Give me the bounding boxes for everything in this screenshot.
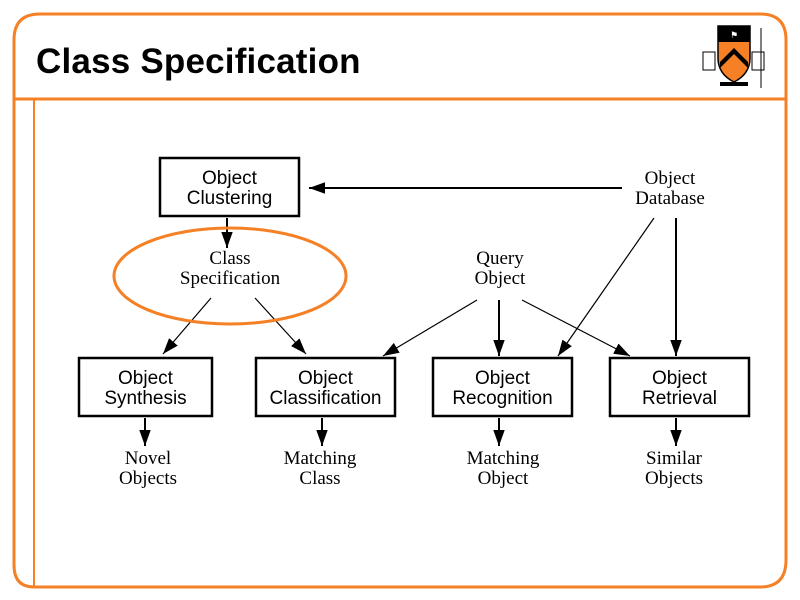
node-label-line: Novel <box>125 448 171 469</box>
box-border <box>158 156 301 218</box>
outer-border-left <box>12 100 35 589</box>
box-label-line: Object <box>202 168 258 189</box>
box-label-line: Recognition <box>452 388 552 409</box>
node-label-line: Object <box>475 268 526 289</box>
box-label-line: Object <box>652 368 708 389</box>
edge-database-to-recognition <box>557 217 655 357</box>
box-label-line: Classification <box>270 388 382 409</box>
highlight-ellipse <box>112 226 348 326</box>
edge-class-spec-to-classification <box>254 297 307 355</box>
edge-query-to-retrieval <box>521 299 631 357</box>
box-label-line: Object <box>475 368 531 389</box>
node-label-line: Database <box>635 188 705 209</box>
node-label-line: Query <box>476 248 524 269</box>
node-label-line: Similar <box>646 448 703 469</box>
edge-class-spec-to-synthesis <box>162 297 212 355</box>
node-label-line: Class <box>209 248 250 269</box>
box-label-line: Object <box>298 368 354 389</box>
princeton-shield-icon: ⚑ <box>702 25 765 88</box>
node-label-line: Class <box>299 468 340 489</box>
node-label-line: Specification <box>180 268 281 289</box>
slide-title: Class Specification <box>36 42 361 81</box>
box-border <box>431 356 574 418</box>
box-border <box>254 356 397 418</box>
box-label-line: Retrieval <box>642 388 717 409</box>
svg-text:⚑: ⚑ <box>730 31 738 41</box>
box-border <box>608 356 751 418</box>
box-label-line: Synthesis <box>104 388 186 409</box>
edge-query-to-classification <box>382 299 478 357</box>
node-label-line: Objects <box>119 468 177 489</box>
box-border <box>77 356 214 418</box>
node-label-line: Object <box>478 468 529 489</box>
box-label-line: Clustering <box>187 188 273 209</box>
outer-border <box>12 12 788 589</box>
node-label-line: Objects <box>645 468 703 489</box>
box-label-line: Object <box>118 368 174 389</box>
node-label-line: Matching <box>467 448 540 469</box>
node-label-line: Object <box>645 168 696 189</box>
node-label-line: Matching <box>284 448 357 469</box>
